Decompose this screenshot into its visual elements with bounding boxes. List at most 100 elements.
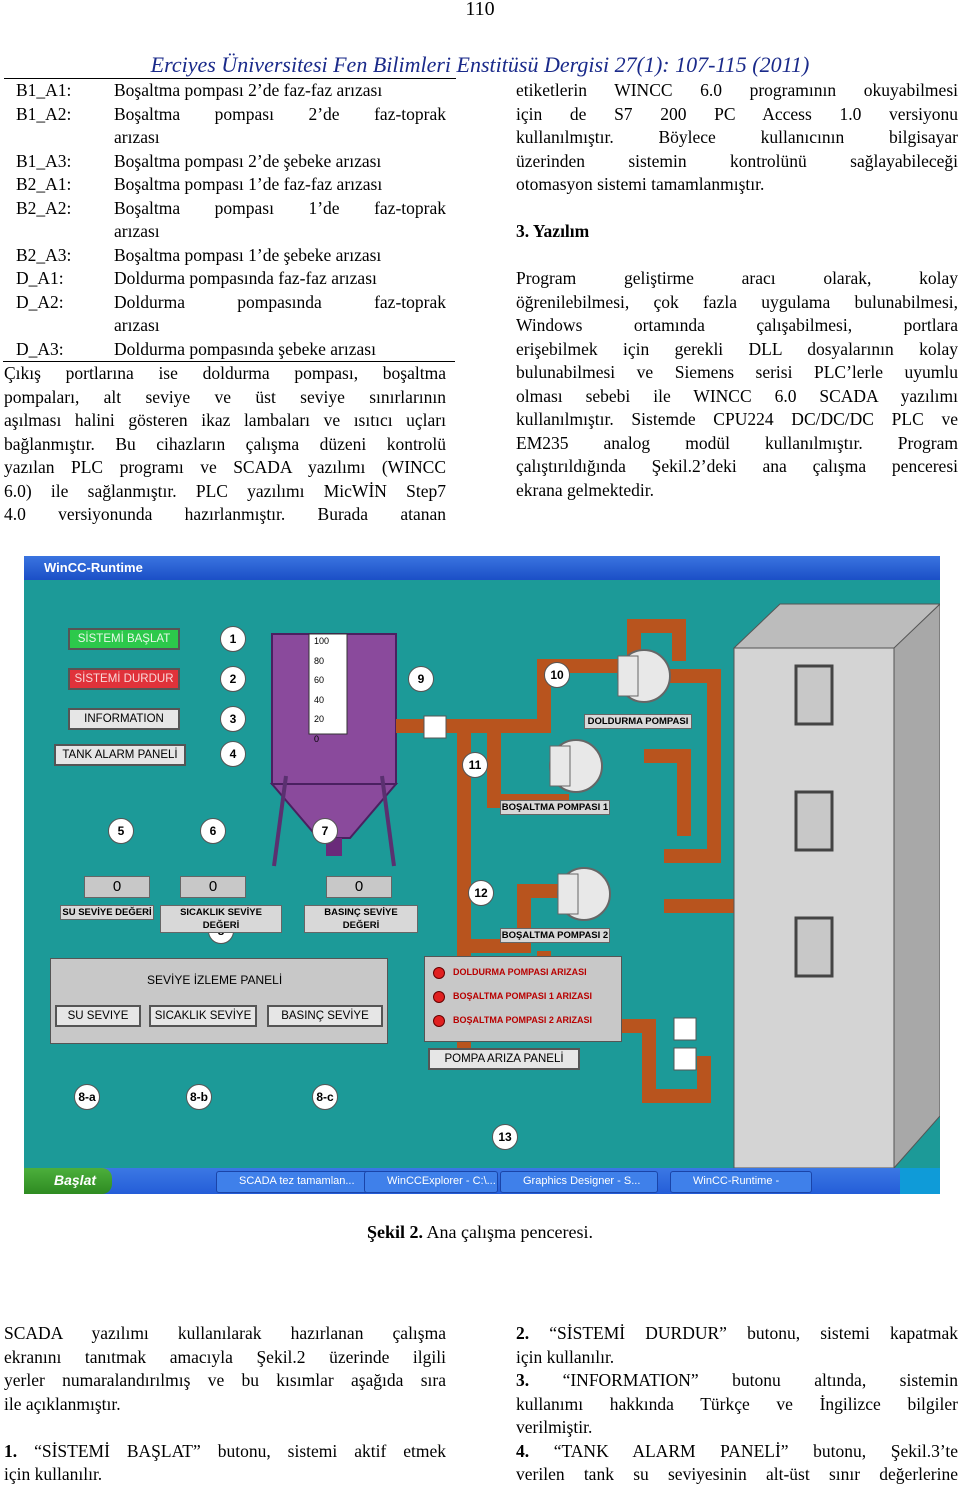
text-line: 3. “INFORMATION” butonu altında, sistemi… bbox=[516, 1370, 958, 1390]
sicaklik-seviye-button[interactable]: SICAKLIK SEVİYE bbox=[149, 1005, 257, 1027]
text-line: etiketlerin WINCC 6.0 programının okuyab… bbox=[516, 80, 958, 100]
abbreviation-key: D_A3: bbox=[16, 338, 64, 359]
marker-13: 13 bbox=[492, 1124, 518, 1150]
valve-icon bbox=[673, 1047, 697, 1071]
abbreviation-text: Boşaltma pompası 1’de şebeke arızası bbox=[114, 244, 382, 265]
list-item-1: 1. “SİSTEMİ BAŞLAT” butonu, sistemi akti… bbox=[4, 1440, 446, 1487]
pump-fault-panel: DOLDURMA POMPASI ARIZASI BOŞALTMA POMPAS… bbox=[424, 956, 622, 1042]
text-line: kullanılmıştır. Böylece kullanıcının bil… bbox=[516, 127, 958, 147]
text-line: 4.0 versiyonunda hazırlanmıştır. Burada … bbox=[4, 504, 446, 524]
stop-system-button[interactable]: SİSTEMİ DURDUR bbox=[68, 668, 180, 690]
abbreviation-list: B1_A1:Boşaltma pompası 2’de faz-faz arız… bbox=[4, 79, 446, 361]
sicaklik-seviye-value: 0 bbox=[180, 876, 246, 898]
list-item-3: 3. “INFORMATION” butonu altında, sistemi… bbox=[516, 1369, 958, 1440]
left-column-bottom: SCADA yazılımı kullanılarak hazırlanan ç… bbox=[4, 1322, 446, 1487]
scale-tick-label: 60 bbox=[314, 675, 325, 685]
text-line: olması sebebi ile WINCC 6.0 SCADA yazılı… bbox=[516, 385, 958, 406]
marker-6: 6 bbox=[200, 818, 226, 844]
abbreviation-row: D_A1:Doldurma pompasında faz-faz arızası bbox=[4, 267, 446, 291]
text-line: SCADA yazılımı kullanılarak hazırlanan ç… bbox=[4, 1323, 446, 1343]
abbreviation-text: arızası bbox=[114, 127, 160, 147]
abbreviation-row: arızası bbox=[4, 126, 446, 150]
bosaltma-pompasi-1-label: BOŞALTMA POMPASI 1 bbox=[500, 800, 610, 815]
text-line: kullanımı hakkında Türkçe ve İngilizce b… bbox=[516, 1393, 958, 1414]
text-line: erişebilmek için gerekli DLL dosyalarını… bbox=[516, 338, 958, 359]
abbreviation-key: D_A2: bbox=[16, 291, 64, 312]
marker-2: 2 bbox=[220, 666, 246, 692]
abbreviation-row: B2_A2: Boşaltma pompası 1’de faz-toprak bbox=[4, 197, 446, 221]
start-button[interactable]: Başlat bbox=[24, 1168, 112, 1194]
su-seviye-button[interactable]: SU SEVIYE bbox=[55, 1005, 141, 1027]
taskbar-item-wincc-runtime[interactable]: WinCC-Runtime - bbox=[670, 1171, 812, 1193]
basinc-seviye-degeri-label: BASINÇ SEVİYE DEĞERİ bbox=[304, 905, 418, 933]
abbreviation-row: B1_A3:Boşaltma pompası 2’de şebeke arıza… bbox=[4, 150, 446, 174]
scale-tick-label: 40 bbox=[314, 694, 325, 705]
tank-alarm-panel-button[interactable]: TANK ALARM PANELİ bbox=[54, 744, 186, 766]
journal-header: Erciyes Üniversitesi Fen Bilimleri Ensti… bbox=[150, 52, 810, 77]
taskbar-item-scada[interactable]: SCADA tez tamamlan... bbox=[216, 1171, 388, 1193]
abbreviation-divider bbox=[3, 361, 455, 362]
text-line: bulunabilmesi ve Siemens serisi PLC’lerl… bbox=[516, 362, 958, 382]
start-system-button[interactable]: SİSTEMİ BAŞLAT bbox=[68, 628, 180, 650]
su-seviye-degeri-label: SU SEVİYE DEĞERİ bbox=[60, 905, 154, 920]
abbreviation-text: Doldurma pompasında faz-faz arızası bbox=[114, 268, 377, 288]
item-number: 1. bbox=[4, 1440, 18, 1461]
pompa-ariza-panel-button[interactable]: POMPA ARIZA PANELİ bbox=[428, 1048, 580, 1070]
text-line: 1. “SİSTEMİ BAŞLAT” butonu, sistemi akti… bbox=[4, 1440, 446, 1461]
scale-tick-label: 100 bbox=[314, 636, 330, 646]
abbreviation-row: B2_A1:Boşaltma pompası 1’de faz-faz arız… bbox=[4, 173, 446, 197]
taskbar-item-graphics-designer[interactable]: Graphics Designer - S... bbox=[500, 1171, 658, 1193]
text-line: ekrana gelmektedir. bbox=[516, 479, 654, 500]
marker-8a: 8-a bbox=[74, 1084, 100, 1110]
abbreviation-key: B1_A1: bbox=[16, 80, 72, 100]
item-number: 2. bbox=[516, 1323, 530, 1343]
abbreviation-row: arızası bbox=[4, 220, 446, 244]
text-line: EM235 analog modül kullanılmıştır. Progr… bbox=[516, 432, 958, 453]
abbreviation-key: B2_A3: bbox=[16, 244, 72, 265]
list-item-4: 4. “TANK ALARM PANELİ” butonu, Şekil.3’t… bbox=[516, 1440, 958, 1487]
text-line: çalıştırıldığında Şekil.2’deki ana çalış… bbox=[516, 456, 958, 476]
text-line: öğrenilebilmesi, çok fazla uygulama bulu… bbox=[516, 291, 958, 312]
alarm-lamp-icon bbox=[433, 967, 445, 979]
information-button[interactable]: INFORMATION bbox=[68, 708, 180, 730]
marker-12: 12 bbox=[468, 880, 494, 906]
text-line: 4. “TANK ALARM PANELİ” butonu, Şekil.3’t… bbox=[516, 1440, 958, 1461]
text-line: için kullanılır. bbox=[4, 1464, 103, 1484]
abbreviation-text: Boşaltma pompası 2’de şebeke arızası bbox=[114, 150, 382, 171]
text-line: yazılan PLC programı ve SCADA yazılımı (… bbox=[4, 457, 446, 477]
left-paragraph: Çıkış portlarına ise doldurma pompası, b… bbox=[4, 362, 446, 527]
section-heading: 3. Yazılım bbox=[516, 221, 590, 241]
alarm-bosaltma-2: BOŞALTMA POMPASI 2 ARIZASI bbox=[453, 1015, 593, 1025]
figure-caption: Şekil 2. Ana çalışma penceresi. bbox=[367, 1222, 593, 1242]
basinc-seviye-button[interactable]: BASINÇ SEVİYE bbox=[267, 1005, 383, 1027]
pump-doldurma-icon bbox=[617, 649, 671, 703]
alarm-lamp-icon bbox=[433, 1015, 445, 1027]
left-column-top: B1_A1:Boşaltma pompası 2’de faz-faz arız… bbox=[3, 79, 455, 527]
level-monitoring-title: SEVİYE İZLEME PANELİ bbox=[147, 973, 283, 987]
tank-icon bbox=[269, 633, 399, 867]
header-rule bbox=[4, 78, 456, 79]
abbreviation-text: Boşaltma pompası 1’de faz-faz arızası bbox=[114, 174, 383, 194]
scale-tick-label: 0 bbox=[314, 733, 320, 744]
marker-4: 4 bbox=[220, 741, 246, 767]
alarm-bosaltma-1: BOŞALTMA POMPASI 1 ARIZASI bbox=[453, 991, 593, 1001]
abbreviation-row: D_A3:Doldurma pompasında şebeke arızası bbox=[4, 338, 446, 362]
valve-icon bbox=[423, 715, 447, 739]
list-item-2: 2. “SİSTEMİ DURDUR” butonu, sistemi kapa… bbox=[516, 1322, 958, 1369]
abbreviation-key: B1_A2: bbox=[16, 103, 72, 124]
pump-bosaltma-2-icon bbox=[557, 867, 611, 921]
right-column-top: etiketlerin WINCC 6.0 programının okuyab… bbox=[516, 79, 958, 502]
window-title: WinCC-Runtime bbox=[44, 560, 143, 575]
taskbar-item-explorer[interactable]: WinCCExplorer - C:\... bbox=[364, 1171, 498, 1193]
item-number: 4. bbox=[516, 1440, 530, 1461]
page-number: 110 bbox=[465, 0, 495, 20]
building-icon bbox=[732, 603, 940, 1170]
abbreviation-text: Boşaltma pompası 1’de faz-toprak bbox=[114, 197, 446, 218]
text-line: kullanılmıştır. Sistemde CPU224 DC/DC/DC… bbox=[516, 409, 958, 429]
su-seviye-value: 0 bbox=[84, 876, 150, 898]
abbreviation-row: B1_A1:Boşaltma pompası 2’de faz-faz arız… bbox=[4, 79, 446, 103]
text-line: verilen tank su seviyesinin alt-üst sını… bbox=[516, 1464, 958, 1484]
abbreviation-key: B2_A2: bbox=[16, 197, 72, 218]
basinc-seviye-value: 0 bbox=[326, 876, 392, 898]
bottom-left-paragraph: SCADA yazılımı kullanılarak hazırlanan ç… bbox=[4, 1322, 446, 1416]
